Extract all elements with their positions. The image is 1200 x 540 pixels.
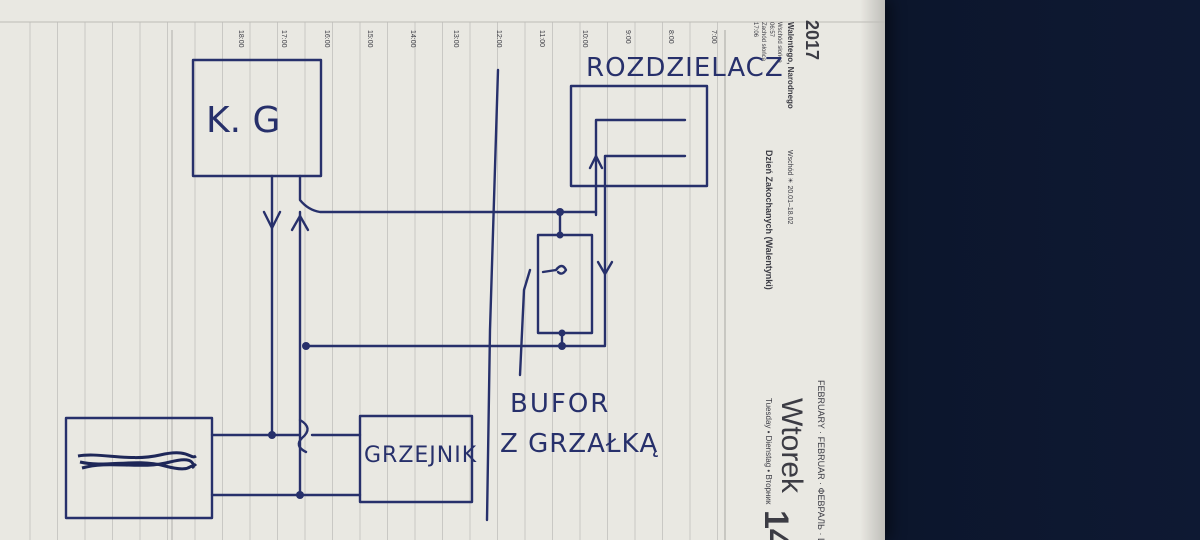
joint-dot xyxy=(558,329,566,337)
joint-dot xyxy=(268,431,276,439)
joint-dot xyxy=(302,342,310,350)
small-note-3: 17:06 xyxy=(752,22,758,38)
hour-label: 15:00 xyxy=(366,30,373,48)
hour-label: 18:00 xyxy=(237,30,244,48)
hour-label: 12:00 xyxy=(495,30,502,48)
kg-boiler-box xyxy=(191,58,323,178)
bufor-tank-box xyxy=(536,233,594,335)
rozdzielacz-label: ROZDZIELACZ xyxy=(586,53,784,83)
hour-label: 9:00 xyxy=(624,30,631,44)
up-arrow-icon xyxy=(290,214,310,232)
heater-coil-lead xyxy=(541,268,558,274)
boiler-upper-pipe xyxy=(298,174,562,214)
small-note-0: Wschód słońca xyxy=(776,22,782,63)
weekday-translations: Tuesday • Dienstag • Вторник xyxy=(764,398,773,505)
hour-label: 16:00 xyxy=(323,30,330,48)
small-note-2: Zachód słońca xyxy=(760,22,766,62)
bufor-label: BUFOR xyxy=(510,389,610,419)
hour-label: 7:00 xyxy=(710,30,717,44)
rozdzielacz-box xyxy=(569,84,709,188)
weekday-title: Wtorek xyxy=(775,398,808,494)
ruled-lines xyxy=(29,22,718,540)
hour-label: 13:00 xyxy=(452,30,459,48)
grzejnik-label: GRZEJNIK xyxy=(364,443,477,468)
holiday-label: Dzień Zakochanych (Walentynki) xyxy=(764,150,774,290)
kg-label: K. G xyxy=(206,100,280,141)
month-line: FEBRUARY · FEBRUAR · ФЕВРАЛЬ · L xyxy=(816,380,826,540)
heater-coil-icon xyxy=(554,264,568,275)
hour-label: 17:00 xyxy=(280,30,287,48)
left-device-box xyxy=(64,416,214,520)
day-number: 14 xyxy=(757,510,795,540)
grzejnik-box xyxy=(358,414,474,504)
supply-arrow-icon xyxy=(588,154,604,170)
crossed-out-text xyxy=(77,451,198,471)
joint-dot xyxy=(556,231,564,239)
hour-label: 11:00 xyxy=(538,30,545,47)
joint-dot xyxy=(556,208,564,216)
rozdzielacz-return-line xyxy=(603,154,687,347)
joint-dot xyxy=(558,342,566,350)
nameday-header: Walentego, Narodnego xyxy=(786,22,795,109)
year-label: 2017 xyxy=(802,20,822,60)
hour-label: 8:00 xyxy=(667,30,674,44)
down-arrow-icon xyxy=(262,210,282,230)
hour-labels: 7:00 8:00 9:00 10:00 11:00 12:00 13:00 14:00 15:… xyxy=(237,30,717,48)
joint-dot xyxy=(296,491,304,499)
hand-divider-line xyxy=(485,68,500,522)
sun-info: Wschód ☀ 20.01–18.02 xyxy=(786,150,794,224)
rozdzielacz-supply-line xyxy=(594,118,687,217)
bufor-sub-label: Z GRZAŁKĄ xyxy=(500,429,659,459)
small-note-1: 06:57 xyxy=(768,22,774,38)
return-arrow-icon xyxy=(596,260,614,276)
hour-label: 10:00 xyxy=(581,30,588,48)
hour-label: 14:00 xyxy=(409,30,416,48)
pipe-crossing-hop xyxy=(297,418,309,454)
page-edge-shadow xyxy=(860,0,885,540)
